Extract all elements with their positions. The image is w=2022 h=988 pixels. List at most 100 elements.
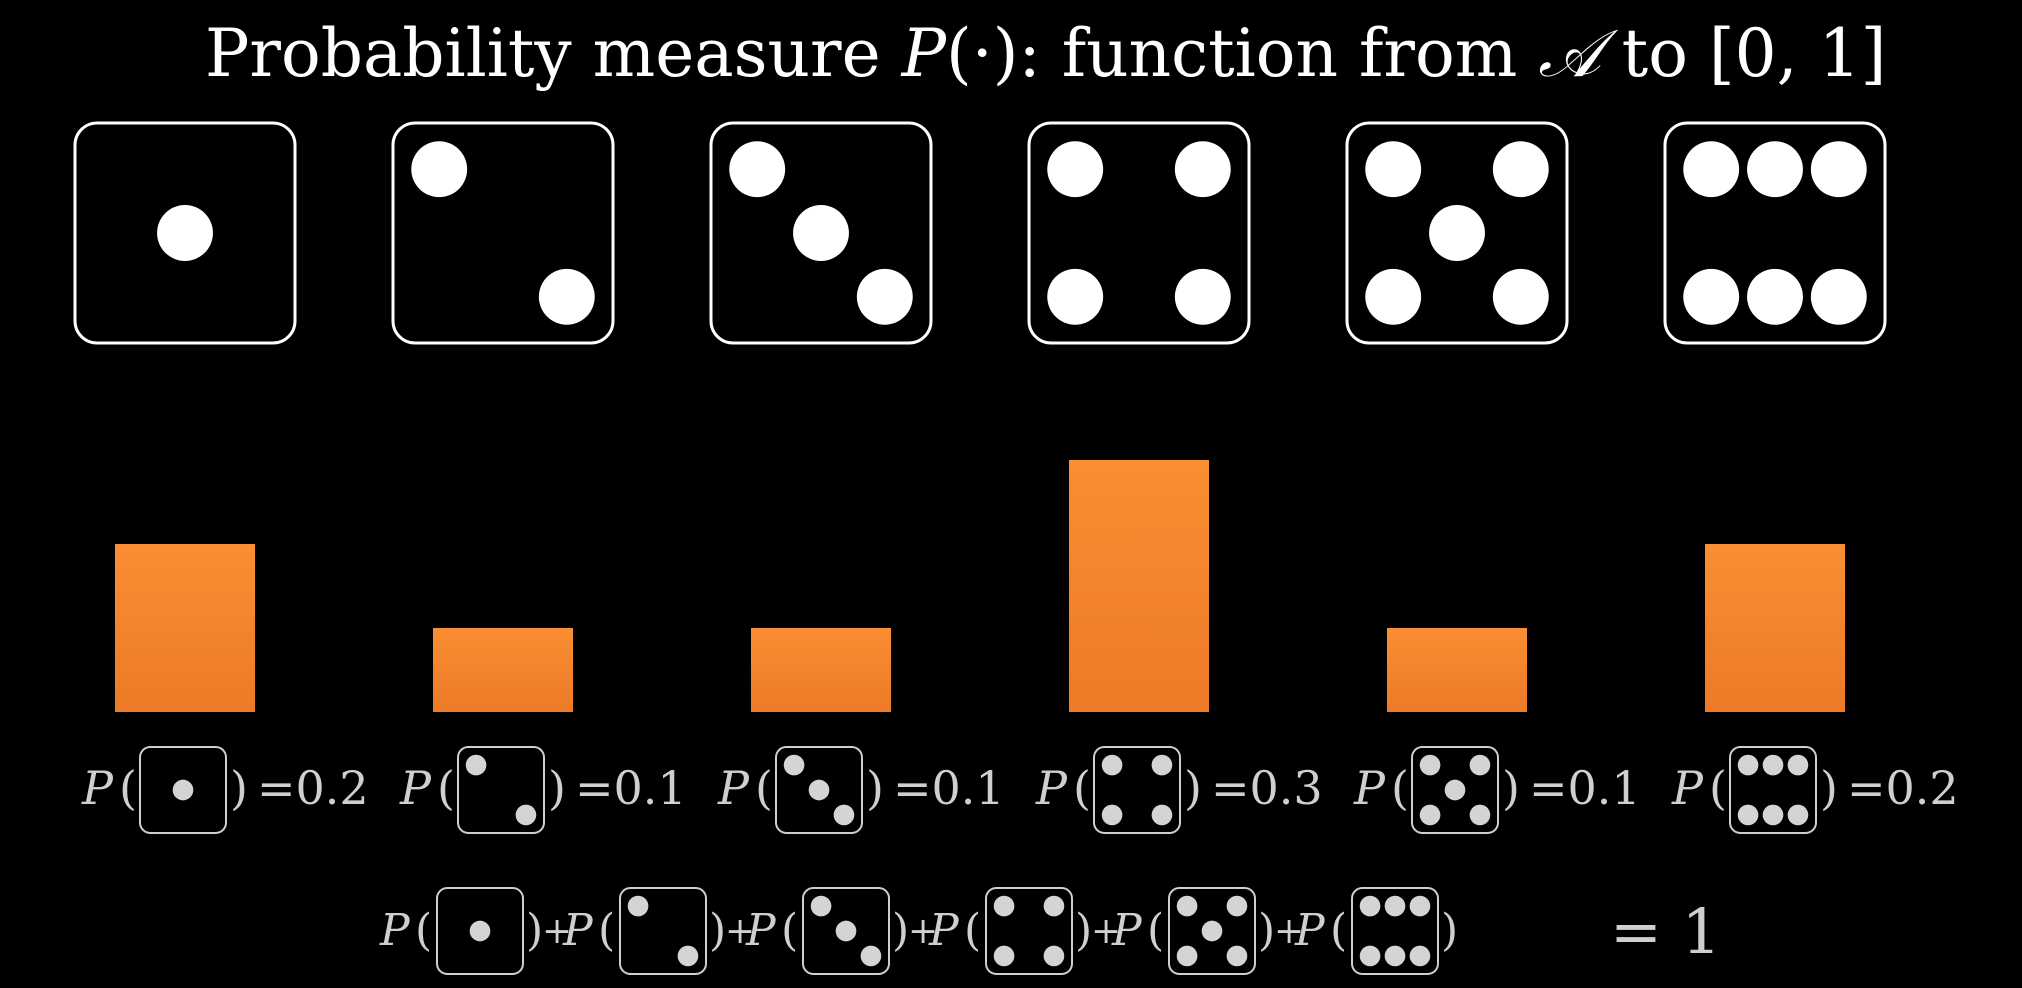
close-paren: )	[548, 761, 566, 815]
die-pip	[783, 754, 805, 776]
die-pip	[1359, 945, 1381, 967]
die-pip	[1151, 754, 1173, 776]
die-pip	[1747, 268, 1803, 325]
close-paren: )	[1502, 761, 1520, 815]
p-symbol: P	[1294, 905, 1326, 956]
die-face-4	[1093, 746, 1181, 834]
title-middle: : function from	[1019, 15, 1539, 92]
sum-equation: P()+P()+P()+P()+P()+P()= 1	[379, 887, 1721, 975]
die-face-1	[139, 746, 227, 834]
bars-group	[115, 460, 1845, 712]
p-symbol: P	[745, 905, 777, 956]
die-pip	[1226, 895, 1248, 917]
plus-sign: +	[1274, 911, 1304, 952]
die-pip	[1747, 141, 1803, 198]
probability-label-1: P()=0.2	[81, 746, 369, 834]
p-symbol: P	[379, 905, 411, 956]
open-paren: (	[1147, 905, 1164, 956]
close-paren: )	[709, 905, 726, 956]
die-pip	[1737, 754, 1759, 776]
close-paren: )	[892, 905, 909, 956]
plus-sign: +	[908, 911, 938, 952]
open-paren: (	[598, 905, 615, 956]
probability-value: =0.2	[257, 761, 369, 815]
open-paren: (	[964, 905, 981, 956]
sum-term-2: P()+	[562, 887, 755, 975]
die-pip	[808, 779, 830, 801]
die-pip	[1469, 804, 1491, 826]
close-paren: )	[1184, 761, 1202, 815]
close-paren: )	[230, 761, 248, 815]
p-symbol: P	[562, 905, 594, 956]
die-pip	[1174, 141, 1231, 198]
title-p-symbol: P	[901, 15, 948, 92]
die-pip	[1492, 141, 1549, 198]
die-face-2	[391, 121, 615, 345]
p-symbol: P	[928, 905, 960, 956]
die-pip	[993, 945, 1015, 967]
bar-6	[1705, 544, 1845, 712]
sum-term-5: P()+	[1111, 887, 1304, 975]
die-pip	[1384, 895, 1406, 917]
die-face-6	[1351, 887, 1439, 975]
die-pip	[157, 205, 213, 261]
die-pip	[515, 804, 537, 826]
p-symbol: P	[1111, 905, 1143, 956]
die-pip	[1683, 141, 1740, 198]
die-pip	[835, 920, 857, 942]
die-face-5	[1168, 887, 1256, 975]
die-pip	[1359, 895, 1381, 917]
open-paren: (	[415, 905, 432, 956]
die-pip	[1384, 945, 1406, 967]
die-pip	[465, 754, 487, 776]
die-pip	[860, 945, 882, 967]
die-pip	[1151, 804, 1173, 826]
die-pip	[172, 779, 194, 801]
die-pip	[538, 268, 595, 325]
die-pip	[856, 268, 913, 325]
bar-4	[1069, 460, 1209, 712]
die-pip	[1492, 268, 1549, 325]
die-pip	[1762, 754, 1784, 776]
die-pip	[793, 205, 849, 261]
die-face-1	[436, 887, 524, 975]
close-paren: )	[1820, 761, 1838, 815]
die-pip	[1047, 268, 1104, 325]
die-face-2	[457, 746, 545, 834]
die-pip	[1409, 895, 1431, 917]
bar-5	[1387, 628, 1527, 712]
open-paren: (	[1073, 761, 1091, 815]
die-face-6	[1663, 121, 1887, 345]
probability-value: =0.1	[1529, 761, 1641, 815]
die-face-3	[709, 121, 933, 345]
die-face-3	[775, 746, 863, 834]
bar-3	[751, 628, 891, 712]
die-pip	[1043, 895, 1065, 917]
plus-sign: +	[542, 911, 572, 952]
die-pip	[1419, 804, 1441, 826]
die-pip	[1174, 268, 1231, 325]
plus-sign: +	[725, 911, 755, 952]
die-pip	[1429, 205, 1485, 261]
open-paren: (	[1391, 761, 1409, 815]
open-paren: (	[119, 761, 137, 815]
die-pip	[411, 141, 468, 198]
die-pip	[1047, 141, 1104, 198]
die-pip	[1409, 945, 1431, 967]
sum-term-4: P()+	[928, 887, 1121, 975]
die-pip	[1201, 920, 1223, 942]
die-face-6	[1729, 746, 1817, 834]
die-pip	[1176, 895, 1198, 917]
die-pip	[1444, 779, 1466, 801]
sum-result: = 1	[1610, 895, 1721, 968]
title-prefix: Probability measure	[205, 15, 902, 92]
sum-term-3: P()+	[745, 887, 938, 975]
die-pip	[810, 895, 832, 917]
probability-value: =0.3	[1211, 761, 1323, 815]
bar-1	[115, 544, 255, 712]
open-paren: (	[1330, 905, 1347, 956]
die-face-4	[985, 887, 1073, 975]
probability-value: =0.1	[893, 761, 1005, 815]
die-pip	[1043, 945, 1065, 967]
